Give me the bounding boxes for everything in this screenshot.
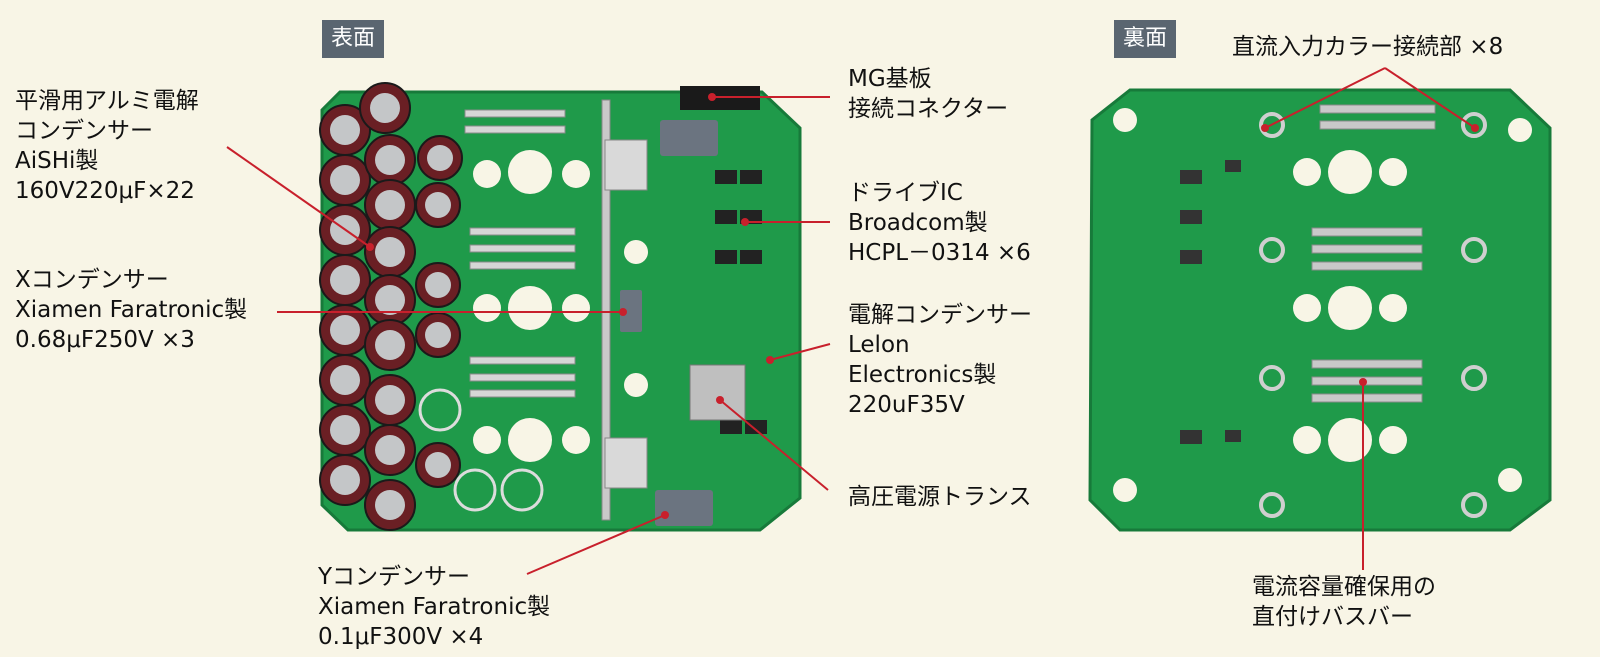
smoothing-capacitor-label: 平滑用アルミ電解 コンデンサー AiSHi製 160V220μF×22: [15, 88, 199, 204]
mg-connector-label: MG基板 接続コネクター: [848, 66, 1009, 122]
dc-collar-label: 直流入力カラー接続部 ×8: [1232, 34, 1504, 60]
busbar-label: 電流容量確保用の 直付けバスバー: [1252, 574, 1436, 630]
electrolytic-capacitor-label: 電解コンデンサー Lelon Electronics製 220uF35V: [848, 302, 1032, 418]
hv-transformer-label: 高圧電源トランス: [848, 484, 1032, 510]
back-pcb: [1088, 88, 1552, 532]
front-side-tag: 表面: [322, 20, 385, 58]
back-side-tag: 裏面: [1114, 20, 1177, 58]
x-capacitor-label: Xコンデンサー Xiamen Faratronic製 0.68μF250V ×3: [15, 267, 248, 353]
leader-lines: [226, 67, 1476, 575]
drive-ic-label: ドライブIC Broadcom製 HCPL－0314 ×6: [848, 180, 1031, 266]
front-pcb: [319, 82, 802, 532]
y-capacitor-label: Yコンデンサー Xiamen Faratronic製 0.1μF300V ×4: [318, 564, 551, 650]
